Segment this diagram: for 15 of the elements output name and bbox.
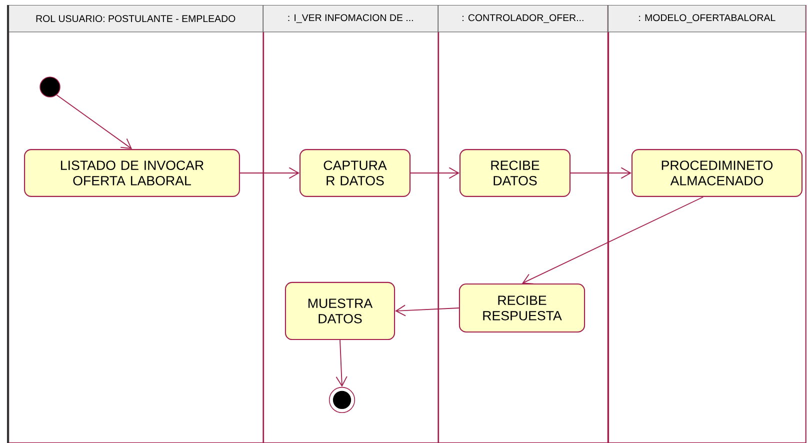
arrow xyxy=(56,94,132,149)
arrow xyxy=(336,340,348,387)
start-node xyxy=(40,76,60,98)
activity-box: CAPTURA R DATOS xyxy=(299,149,411,197)
arrow xyxy=(522,196,704,284)
arrow xyxy=(570,167,632,179)
arrow xyxy=(240,167,300,179)
arrow xyxy=(395,304,460,316)
end-node xyxy=(328,386,356,414)
activity-box: RECIBE DATOS xyxy=(459,149,571,197)
arrow xyxy=(410,167,460,179)
activity-box: MUESTRA DATOS xyxy=(284,282,396,340)
activity-box: LISTADO DE INVOCAR OFERTA LABORAL xyxy=(24,149,240,197)
activity-box: PROCEDIMINETO ALMACENADO xyxy=(631,149,803,197)
activity-box: RECIBE RESPUESTA xyxy=(458,283,586,333)
